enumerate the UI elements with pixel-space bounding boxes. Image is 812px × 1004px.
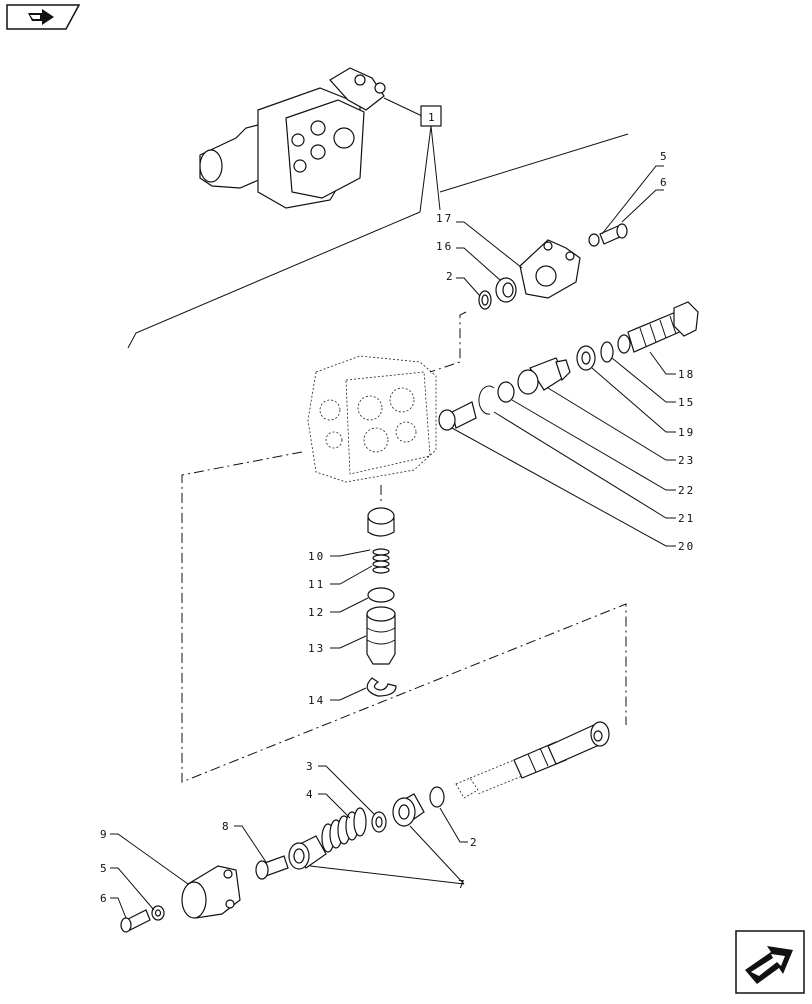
leader-7b [309, 865, 465, 885]
leader-10 [330, 549, 371, 557]
leader-4 [318, 793, 351, 819]
end-cap-9 [181, 865, 241, 919]
callout-9: 9 [100, 828, 109, 841]
ghost-valve-section [307, 355, 437, 483]
leader-2-bottom [439, 807, 468, 843]
clip-14 [366, 677, 397, 697]
callout-3: 3 [306, 760, 315, 773]
leader-ref [383, 97, 423, 117]
divider-line-top-right [439, 133, 629, 193]
callout-11: 11 [308, 578, 325, 591]
plug-23 [517, 357, 571, 395]
leader-3 [318, 765, 375, 815]
leader-9 [110, 833, 189, 885]
leader-22 [511, 399, 676, 491]
callout-4: 4 [306, 788, 315, 801]
screw-8 [255, 855, 289, 880]
next-page-arrow-icon [735, 930, 805, 994]
callout-15: 15 [678, 396, 695, 409]
cap-10 [367, 507, 395, 537]
callout-5-top: 5 [660, 150, 669, 163]
leader-17 [456, 221, 523, 269]
prev-page-arrow-icon [6, 4, 81, 30]
callout-12: 12 [308, 606, 325, 619]
spool [455, 721, 610, 799]
callout-19: 19 [678, 426, 695, 439]
ref-line-right [430, 125, 441, 211]
flange-17 [519, 239, 581, 299]
divider-line-top-left [127, 211, 421, 349]
callout-8: 8 [222, 820, 231, 833]
leader-8 [234, 825, 267, 863]
leader-5-top [601, 165, 664, 235]
leader-16 [456, 247, 501, 281]
valve-section-assembly [199, 67, 386, 209]
leader-14 [330, 687, 367, 701]
prev-page-button[interactable] [6, 4, 81, 34]
leader-18 [649, 351, 676, 375]
callout-20: 20 [678, 540, 695, 553]
leader-15 [611, 357, 676, 403]
callout-6-top: 6 [660, 176, 669, 189]
screw-6-top [599, 223, 628, 245]
assembly-line-upper [429, 311, 467, 373]
assembly-line-loop [181, 451, 627, 783]
snap-ring-21 [478, 385, 495, 415]
callout-21: 21 [678, 512, 695, 525]
ring-15 [600, 341, 614, 363]
next-page-button[interactable] [735, 930, 805, 998]
washer-5-bottom [151, 905, 165, 921]
callout-7: 7 [458, 878, 467, 891]
bolt-18 [617, 301, 699, 354]
callout-13: 13 [308, 642, 325, 655]
callout-5-bottom: 5 [100, 862, 109, 875]
cap-7a [392, 793, 425, 827]
leader-23 [547, 387, 676, 461]
callout-2-bottom: 2 [470, 836, 479, 849]
washer-5-top [588, 233, 600, 247]
piston-20 [438, 401, 477, 431]
callout-16: 16 [436, 240, 453, 253]
callout-6-bottom: 6 [100, 892, 109, 905]
leader-12 [330, 597, 369, 613]
callout-18: 18 [678, 368, 695, 381]
screw-6-bottom [120, 909, 151, 933]
sleeve-13 [366, 606, 396, 665]
ref-line-left [419, 125, 432, 213]
leader-5-bottom [110, 867, 155, 911]
spring-4 [321, 807, 367, 853]
leader-6-top [621, 189, 664, 223]
callout-23: 23 [678, 454, 695, 467]
leader-7a [409, 825, 465, 885]
callout-2-top: 2 [446, 270, 455, 283]
ring-2-bottom [429, 786, 445, 808]
leader-13 [330, 635, 367, 649]
leader-6-bottom [110, 897, 127, 919]
cup-7b [288, 835, 327, 870]
callout-17: 17 [436, 212, 453, 225]
seal-16 [495, 277, 517, 303]
oring-22 [497, 381, 515, 403]
callout-14: 14 [308, 694, 325, 707]
reference-box-label: 1 [428, 111, 437, 124]
leader-11 [330, 565, 373, 585]
washer-19 [576, 345, 596, 371]
leader-2-top [456, 277, 481, 297]
ring-2-top [478, 290, 492, 310]
callout-22: 22 [678, 484, 695, 497]
washer-3 [371, 811, 387, 833]
spring-11 [372, 548, 390, 574]
leader-20 [451, 427, 676, 547]
callout-10: 10 [308, 550, 325, 563]
leader-21 [493, 411, 676, 519]
leader-19 [591, 367, 676, 433]
oring-12 [367, 587, 395, 603]
